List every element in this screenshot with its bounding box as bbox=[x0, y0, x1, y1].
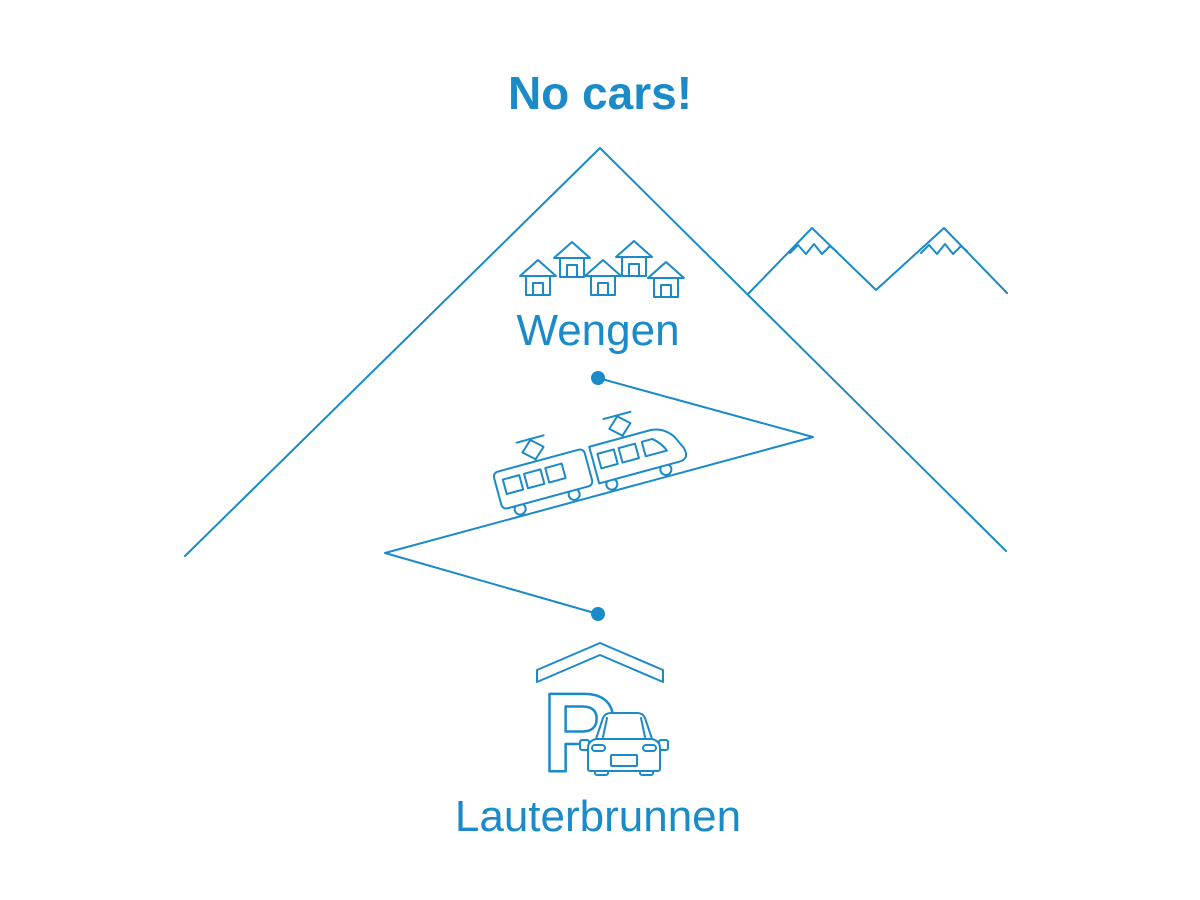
village-houses-icon bbox=[519, 240, 685, 298]
house-icon bbox=[519, 259, 557, 296]
house-icon bbox=[647, 261, 685, 298]
wengen-station-dot bbox=[591, 371, 605, 385]
train-window bbox=[617, 442, 640, 464]
train-window bbox=[544, 462, 567, 484]
car-front-icon bbox=[579, 712, 669, 776]
page-title: No cars! bbox=[508, 67, 692, 119]
train-rear-car bbox=[492, 434, 594, 516]
car-headlight bbox=[591, 744, 606, 752]
snowy-peaks-icon bbox=[747, 227, 1008, 295]
pantograph-icon bbox=[521, 438, 545, 461]
snow-cap-left-icon bbox=[789, 243, 837, 255]
mountain-outline-icon bbox=[184, 147, 1007, 557]
train-window bbox=[523, 468, 546, 490]
lauterbrunnen-label: Lauterbrunnen bbox=[455, 792, 741, 841]
house-icon bbox=[553, 241, 591, 278]
car-license-plate bbox=[610, 754, 638, 767]
pantograph-bar bbox=[602, 410, 632, 421]
house-icon bbox=[615, 240, 653, 277]
railway-line bbox=[384, 377, 814, 615]
garage-roof bbox=[536, 642, 664, 683]
house-icon bbox=[584, 259, 622, 296]
train-window bbox=[596, 448, 619, 470]
train-front-car bbox=[588, 410, 688, 491]
train-icon bbox=[492, 410, 688, 516]
train-windshield bbox=[640, 437, 668, 458]
pantograph-bar bbox=[515, 434, 545, 444]
pantograph-icon bbox=[608, 415, 632, 437]
train-window bbox=[501, 474, 525, 496]
lauterbrunnen-station-dot bbox=[591, 607, 605, 621]
snow-cap-right-icon bbox=[920, 243, 968, 255]
parking-garage-icon: P bbox=[536, 642, 669, 796]
car-headlight bbox=[642, 744, 657, 752]
peaks-outline bbox=[747, 227, 1008, 295]
car-windshield-pillars bbox=[602, 717, 646, 738]
wengen-label: Wengen bbox=[516, 306, 679, 355]
